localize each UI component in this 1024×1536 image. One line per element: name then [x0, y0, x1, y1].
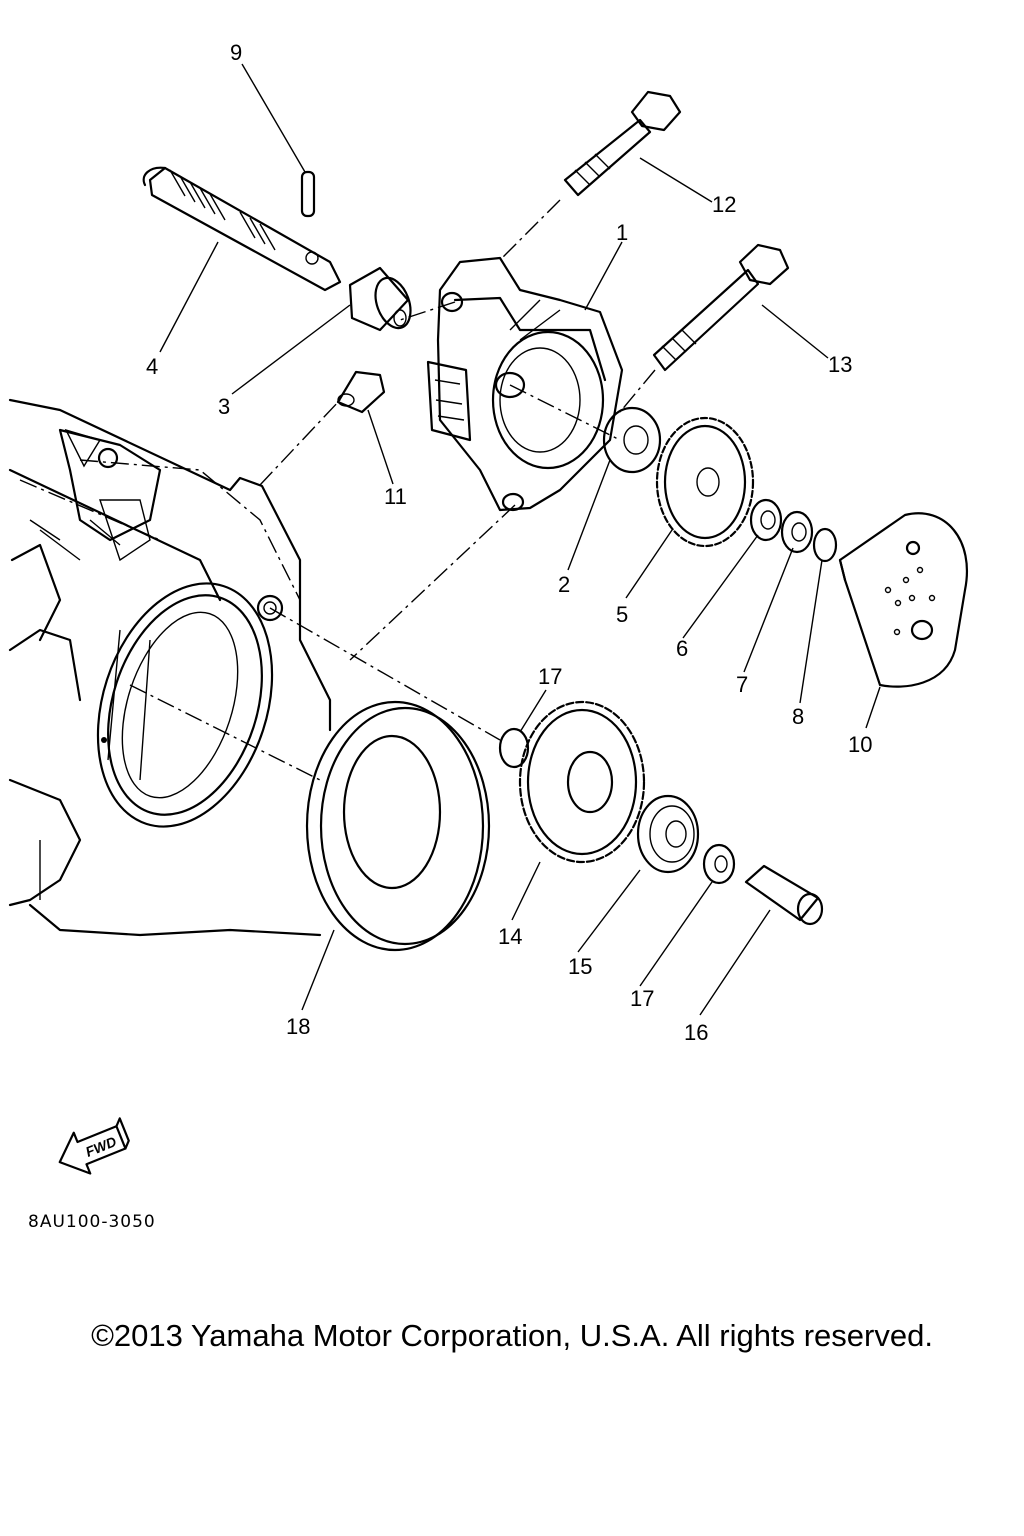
callout-2: 2 — [558, 572, 570, 597]
callout-4: 4 — [146, 354, 158, 379]
assembly-lines — [129, 199, 656, 781]
shaft-16 — [744, 864, 824, 926]
bushing — [348, 266, 412, 332]
copyright-notice: ©2013 Yamaha Motor Corporation, U.S.A. A… — [91, 1318, 933, 1353]
pin — [300, 170, 316, 218]
collar — [336, 370, 386, 414]
seal-ring — [305, 700, 491, 952]
oil-seal — [602, 406, 662, 474]
washer-7 — [780, 510, 814, 554]
cover-housing — [426, 256, 624, 512]
diagram-code: 8AU100-3050 — [28, 1212, 156, 1232]
bolt-lower — [652, 243, 790, 372]
callout-labels: 9 4 3 11 12 1 13 2 5 6 7 8 10 17 14 15 1… — [146, 40, 872, 1045]
callout-5: 5 — [616, 602, 628, 627]
callout-15: 15 — [568, 954, 592, 979]
callout-13: 13 — [828, 352, 852, 377]
bolt-upper — [563, 90, 682, 197]
callout-18: 18 — [286, 1014, 310, 1039]
shaft — [142, 166, 342, 292]
callout-17-upper: 17 — [538, 664, 562, 689]
fwd-arrow-icon: FWD — [58, 1117, 130, 1175]
circlip-17-upper — [498, 727, 530, 769]
washer-17-lower — [702, 843, 736, 885]
callout-1: 1 — [616, 220, 628, 245]
callout-6: 6 — [676, 636, 688, 661]
callout-7: 7 — [736, 672, 748, 697]
callout-8: 8 — [792, 704, 804, 729]
callout-14: 14 — [498, 924, 522, 949]
leader-lines — [159, 63, 881, 1016]
callout-3: 3 — [218, 394, 230, 419]
callout-16: 16 — [684, 1020, 708, 1045]
crankcase — [8, 398, 332, 937]
callout-9: 9 — [230, 40, 242, 65]
callout-17-lower: 17 — [630, 986, 654, 1011]
callout-12: 12 — [712, 192, 736, 217]
plate — [838, 512, 968, 688]
gear-5 — [655, 416, 755, 548]
circlip-8 — [812, 527, 838, 563]
callout-10: 10 — [848, 732, 872, 757]
callout-11: 11 — [384, 484, 407, 509]
washer-6 — [749, 498, 783, 542]
bearing — [636, 794, 700, 874]
gear-14 — [518, 700, 646, 864]
